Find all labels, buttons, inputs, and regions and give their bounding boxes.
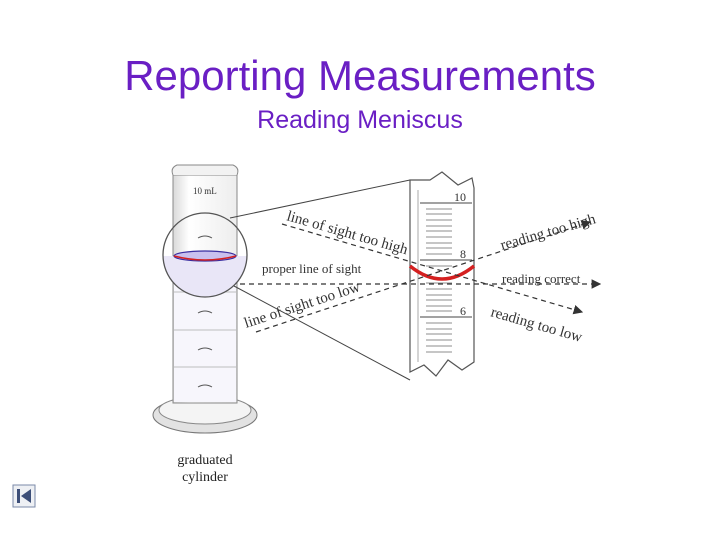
sight-line-high [281,223,584,315]
cylinder-meniscus [173,255,237,261]
slide-title: Reporting Measurements [124,52,596,99]
graduated-cylinder [152,164,258,434]
meniscus-curve [408,264,476,281]
slide-subtitle: Reading Meniscus [257,106,463,134]
scale-mark-10: 10 [454,190,466,204]
scale-mark-8: 8 [460,247,466,261]
label-reading-too-high: reading too high [499,211,598,254]
cylinder-volume-label: 10 mL [193,186,217,196]
scale-mark-6: 6 [460,304,466,318]
label-proper-line: proper line of sight [262,261,362,276]
cylinder-caption: graduated cylinder [160,452,250,486]
cylinder-caption-line2: cylinder [182,470,228,485]
cylinder-caption-line1: graduated [177,453,233,468]
sight-lines [240,220,602,333]
label-reading-correct: reading correct [502,271,581,286]
label-reading-too-low: reading too low [489,304,584,345]
magnified-tube [408,171,476,377]
back-to-start-button[interactable] [12,484,36,508]
zoom-lines [229,179,411,381]
label-line-too-low: line of sight too low [242,279,362,332]
sight-line-low [255,220,592,333]
back-to-start-icon [12,484,36,508]
label-line-too-high: line of sight too high [285,208,410,258]
